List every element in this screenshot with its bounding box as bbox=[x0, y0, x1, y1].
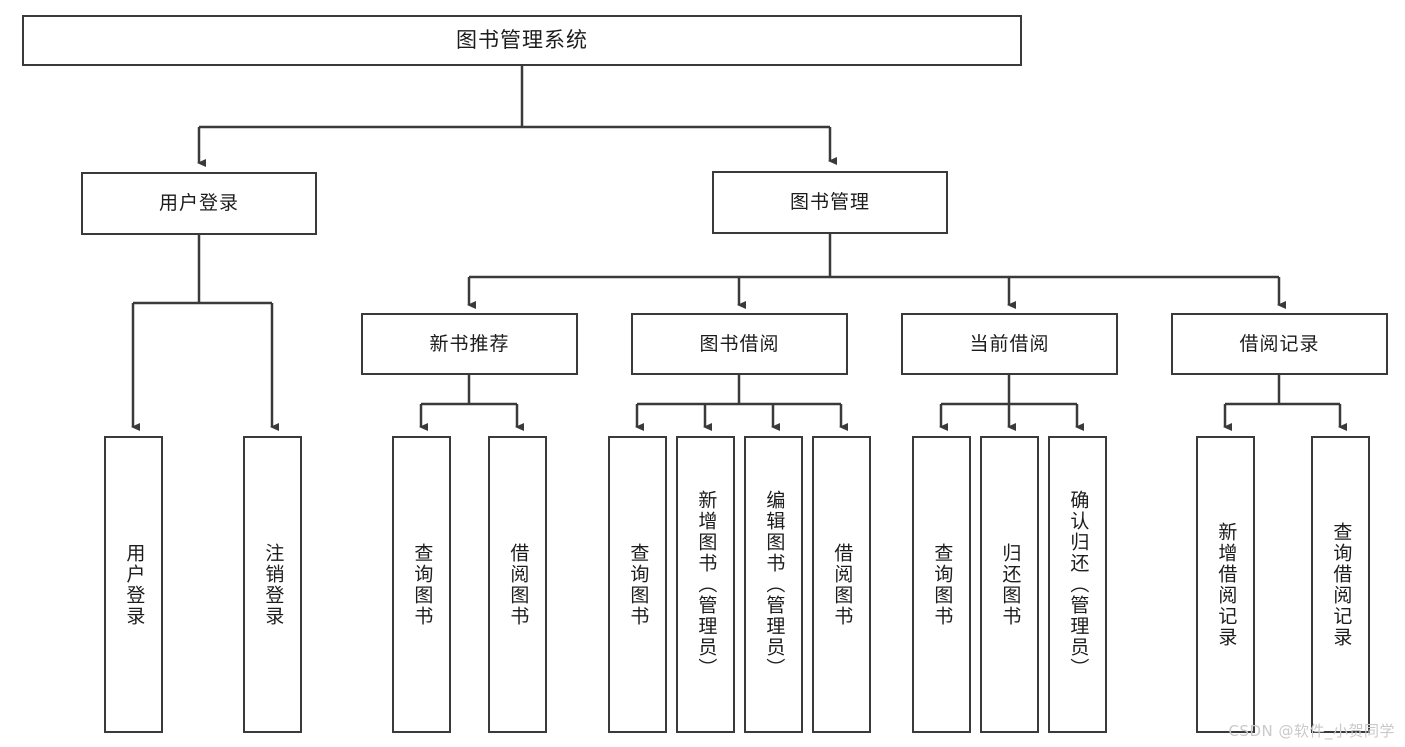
node-label: 用户登录 bbox=[158, 192, 239, 215]
node-label: 图书借阅 bbox=[699, 332, 780, 355]
node-label: 借阅图书 bbox=[507, 542, 530, 627]
node-label: 借阅图书 bbox=[831, 542, 854, 627]
leaf-new-book-query[interactable]: 查询图书 bbox=[392, 436, 451, 733]
node-new-book-recommend[interactable]: 新书推荐 bbox=[361, 313, 578, 375]
node-label: 查询图书 bbox=[411, 542, 434, 627]
node-user-login[interactable]: 用户登录 bbox=[81, 172, 317, 235]
leaf-record-add[interactable]: 新增借阅记录 bbox=[1196, 436, 1255, 733]
node-label: 用户登录 bbox=[123, 542, 146, 627]
node-label: 新增借阅记录 bbox=[1215, 521, 1238, 648]
node-label: 图书管理系统 bbox=[456, 28, 588, 53]
node-book-management[interactable]: 图书管理 bbox=[712, 171, 948, 234]
node-label: 图书管理 bbox=[789, 191, 870, 214]
node-label: 归还图书 bbox=[999, 542, 1022, 627]
node-book-borrow[interactable]: 图书借阅 bbox=[631, 313, 848, 375]
leaf-borrow-borrow-book[interactable]: 借阅图书 bbox=[812, 436, 871, 733]
leaf-current-return-book[interactable]: 归还图书 bbox=[980, 436, 1039, 733]
leaf-current-query-book[interactable]: 查询图书 bbox=[912, 436, 971, 733]
node-current-borrow[interactable]: 当前借阅 bbox=[901, 313, 1118, 375]
node-borrow-record[interactable]: 借阅记录 bbox=[1171, 313, 1388, 375]
node-label: 新增图书（管理员） bbox=[695, 490, 718, 679]
node-label: 确认归还（管理员） bbox=[1067, 490, 1090, 679]
node-label: 借阅记录 bbox=[1239, 332, 1320, 355]
leaf-record-query[interactable]: 查询借阅记录 bbox=[1311, 436, 1370, 733]
leaf-borrow-query-book[interactable]: 查询图书 bbox=[608, 436, 667, 733]
leaf-user-login-logout[interactable]: 注销登录 bbox=[243, 436, 302, 733]
leaf-user-login-login[interactable]: 用户登录 bbox=[104, 436, 163, 733]
node-label: 编辑图书（管理员） bbox=[763, 490, 786, 679]
leaf-current-confirm-return[interactable]: 确认归还（管理员） bbox=[1048, 436, 1107, 733]
node-label: 当前借阅 bbox=[969, 332, 1050, 355]
leaf-new-book-borrow[interactable]: 借阅图书 bbox=[488, 436, 547, 733]
node-label: 新书推荐 bbox=[429, 332, 510, 355]
node-label: 查询借阅记录 bbox=[1330, 521, 1353, 648]
watermark: CSDN @软件_小贺同学 bbox=[1228, 722, 1395, 740]
leaf-borrow-edit-book[interactable]: 编辑图书（管理员） bbox=[744, 436, 803, 733]
node-label: 注销登录 bbox=[262, 542, 285, 627]
node-label: 查询图书 bbox=[627, 542, 650, 627]
node-root-system[interactable]: 图书管理系统 bbox=[22, 15, 1022, 66]
node-label: 查询图书 bbox=[931, 542, 954, 627]
leaf-borrow-add-book[interactable]: 新增图书（管理员） bbox=[676, 436, 735, 733]
